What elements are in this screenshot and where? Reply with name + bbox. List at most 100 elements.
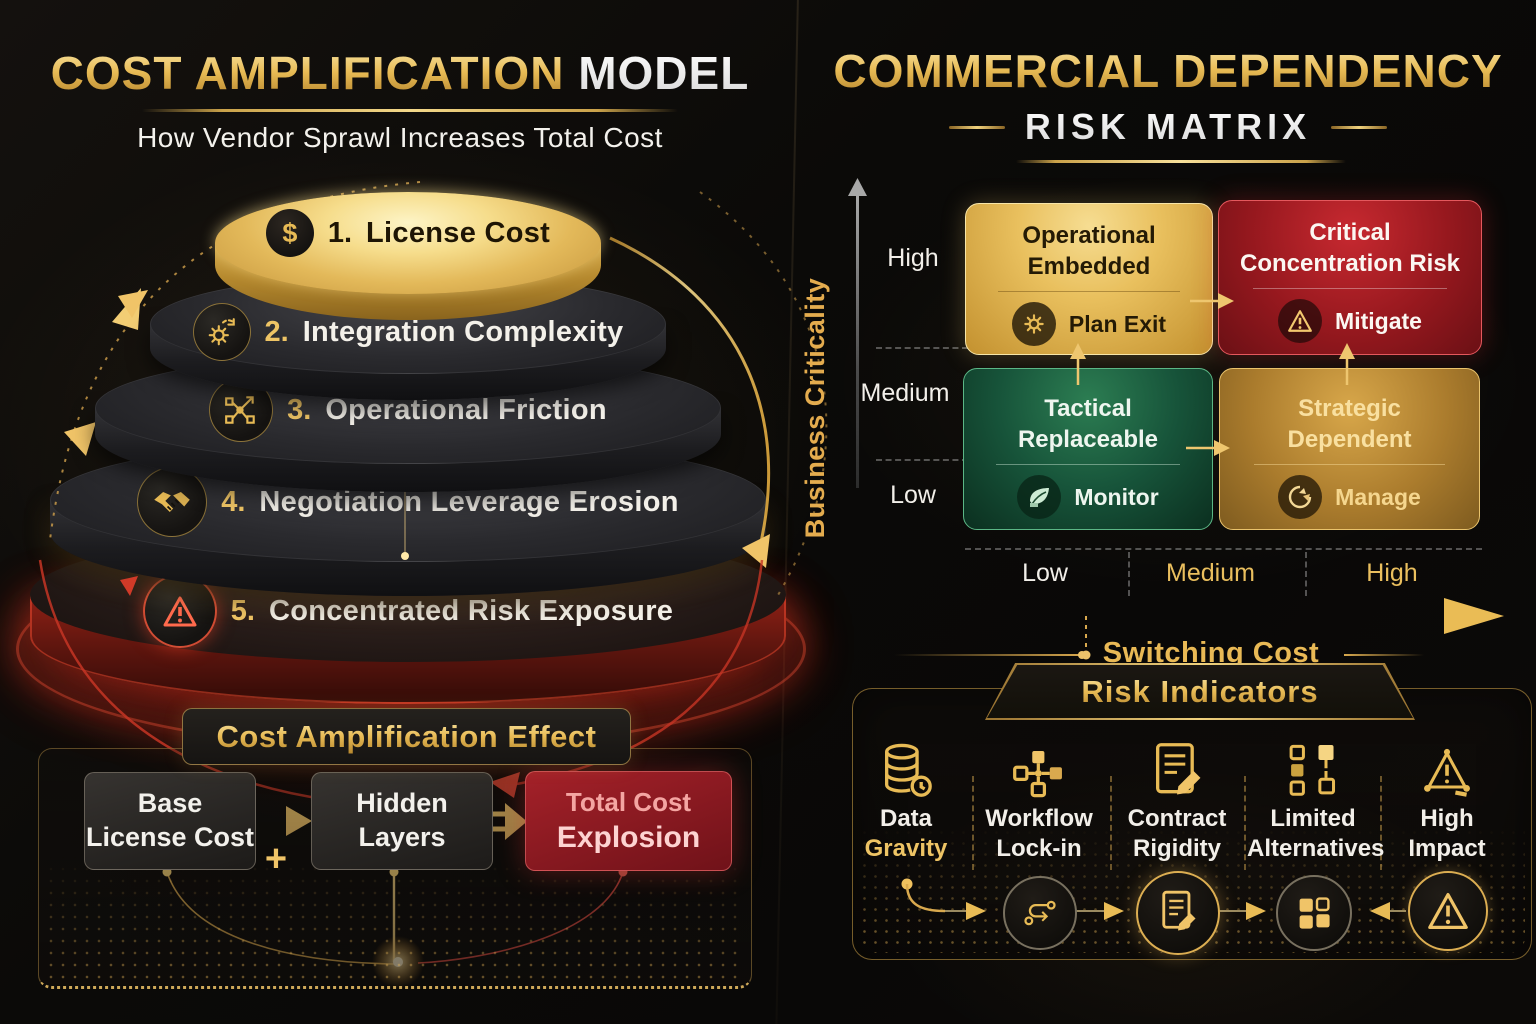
database-clock-icon xyxy=(840,724,972,804)
document-pen-icon xyxy=(1162,890,1196,931)
indicator-data-gravity: Data Gravity xyxy=(840,724,972,864)
quadrant-action: Monitor xyxy=(1017,475,1159,520)
effect-title-box: Cost Amplification Effect xyxy=(182,708,631,765)
right-panel-title: COMMERCIAL DEPENDENCY xyxy=(800,44,1536,98)
indicator-label: Workflow xyxy=(985,805,1093,832)
box-text: Layers xyxy=(358,822,446,852)
x-tick-medium: Medium xyxy=(1166,559,1255,587)
quadrant-divider xyxy=(1253,288,1447,290)
x-grid-dash xyxy=(965,548,1482,550)
y-grid-dash xyxy=(876,459,968,461)
pyramid-tier-1: $ 1. License Cost xyxy=(215,192,601,342)
title-white: RISK MATRIX xyxy=(1024,106,1312,147)
dash-right xyxy=(1331,125,1388,129)
x-label-line-right xyxy=(1344,654,1424,656)
y-axis-label: Business Criticality xyxy=(800,277,830,539)
hidden-layers-box: Hidden Layers xyxy=(311,772,493,870)
x-tick-separator xyxy=(1128,552,1130,596)
indicator-separator xyxy=(972,776,974,870)
quadrant-action: Manage xyxy=(1278,475,1421,520)
title-underline xyxy=(1016,160,1346,163)
dash-left xyxy=(948,125,1005,129)
action-label: Plan Exit xyxy=(1068,310,1167,337)
dollar-icon: $ xyxy=(265,209,314,257)
effect-title: Cost Amplification Effect xyxy=(216,718,597,754)
title-gold: COMMERCIAL DEPENDENCY xyxy=(833,45,1503,97)
y-axis-line xyxy=(856,196,859,488)
indicator-label: Limited xyxy=(1270,805,1356,832)
left-panel-subtitle: How Vendor Sprawl Increases Total Cost xyxy=(137,122,663,153)
warning-icon xyxy=(1428,893,1468,929)
box-text: Explosion xyxy=(556,820,701,854)
indicator-label: Rigidity xyxy=(1133,835,1221,862)
indicator-label: Gravity xyxy=(864,835,948,862)
risk-indicators-title: Risk Indicators xyxy=(1081,673,1319,709)
flow-step-warning xyxy=(1408,871,1488,951)
indicator-high-impact: High Impact xyxy=(1381,724,1513,864)
title-underline xyxy=(142,109,678,112)
y-axis-arrowhead xyxy=(848,178,867,196)
grid-icon xyxy=(1299,897,1330,929)
tier-number: 1. xyxy=(327,216,353,249)
indicator-label: Alternatives xyxy=(1247,835,1385,862)
plus-sign: + xyxy=(264,838,288,880)
indicator-limited-alternatives: Limited Alternatives xyxy=(1247,724,1385,864)
total-cost-explosion-box: Total Cost Explosion xyxy=(525,771,732,871)
flow-step-contract xyxy=(1136,871,1220,955)
quadrant-divider xyxy=(1253,464,1446,466)
title-white: MODEL xyxy=(578,47,750,99)
gear-icon xyxy=(1011,302,1056,347)
indicator-workflow-lock-in: Workflow Lock-in xyxy=(973,724,1105,864)
title-gold: COST AMPLIFICATION xyxy=(50,47,565,99)
action-label: Mitigate xyxy=(1335,307,1422,334)
indicator-separator xyxy=(1244,776,1246,870)
indicator-label: Contract xyxy=(1127,805,1227,832)
y-tick-high: High xyxy=(887,244,939,272)
indicator-contract-rigidity: Contract Rigidity xyxy=(1111,724,1243,864)
leaf-icon xyxy=(1017,475,1062,520)
risk-indicators-banner: Risk Indicators xyxy=(985,663,1415,720)
x-label-line-left xyxy=(894,651,1086,659)
quadrant-action: Mitigate xyxy=(1278,299,1422,344)
workflow-nodes-icon xyxy=(973,724,1105,804)
quadrant-divider xyxy=(997,291,1181,293)
route-icon xyxy=(1024,900,1056,926)
x-tick-low: Low xyxy=(1022,559,1068,587)
x-tick-separator xyxy=(1305,552,1307,596)
box-text: Base xyxy=(137,788,203,819)
contract-pen-icon xyxy=(1111,724,1243,804)
action-label: Monitor xyxy=(1074,483,1159,510)
box-text: Hidden xyxy=(356,788,448,819)
quadrant-divider xyxy=(996,464,1180,466)
flow-step-route xyxy=(1003,876,1077,950)
manage-pie-icon xyxy=(1278,475,1323,520)
left-panel-title: COST AMPLIFICATION MODEL xyxy=(0,46,800,100)
indicator-separator xyxy=(1110,776,1112,870)
y-tick-low: Low xyxy=(890,481,936,509)
base-license-cost-box: Base License Cost xyxy=(84,772,256,870)
blocks-icon xyxy=(1247,724,1379,804)
x-tick-high: High xyxy=(1366,559,1418,587)
flow-step-blocks xyxy=(1276,875,1352,951)
action-label: Manage xyxy=(1335,483,1421,510)
box-text: Total Cost xyxy=(565,787,692,817)
indicator-separator xyxy=(1380,776,1382,870)
y-tick-medium: Medium xyxy=(860,379,950,407)
quadrant-action: Plan Exit xyxy=(1011,302,1167,347)
tier-label-row: $ 1. License Cost xyxy=(215,209,601,257)
box-text: License Cost xyxy=(85,822,255,852)
impact-triangle-icon xyxy=(1381,724,1513,804)
indicator-label: Lock-in xyxy=(996,835,1082,862)
indicator-label: Impact xyxy=(1408,835,1486,862)
warning-icon xyxy=(1278,299,1323,344)
indicator-label: Data xyxy=(879,805,933,832)
indicator-label: High xyxy=(1420,805,1474,832)
